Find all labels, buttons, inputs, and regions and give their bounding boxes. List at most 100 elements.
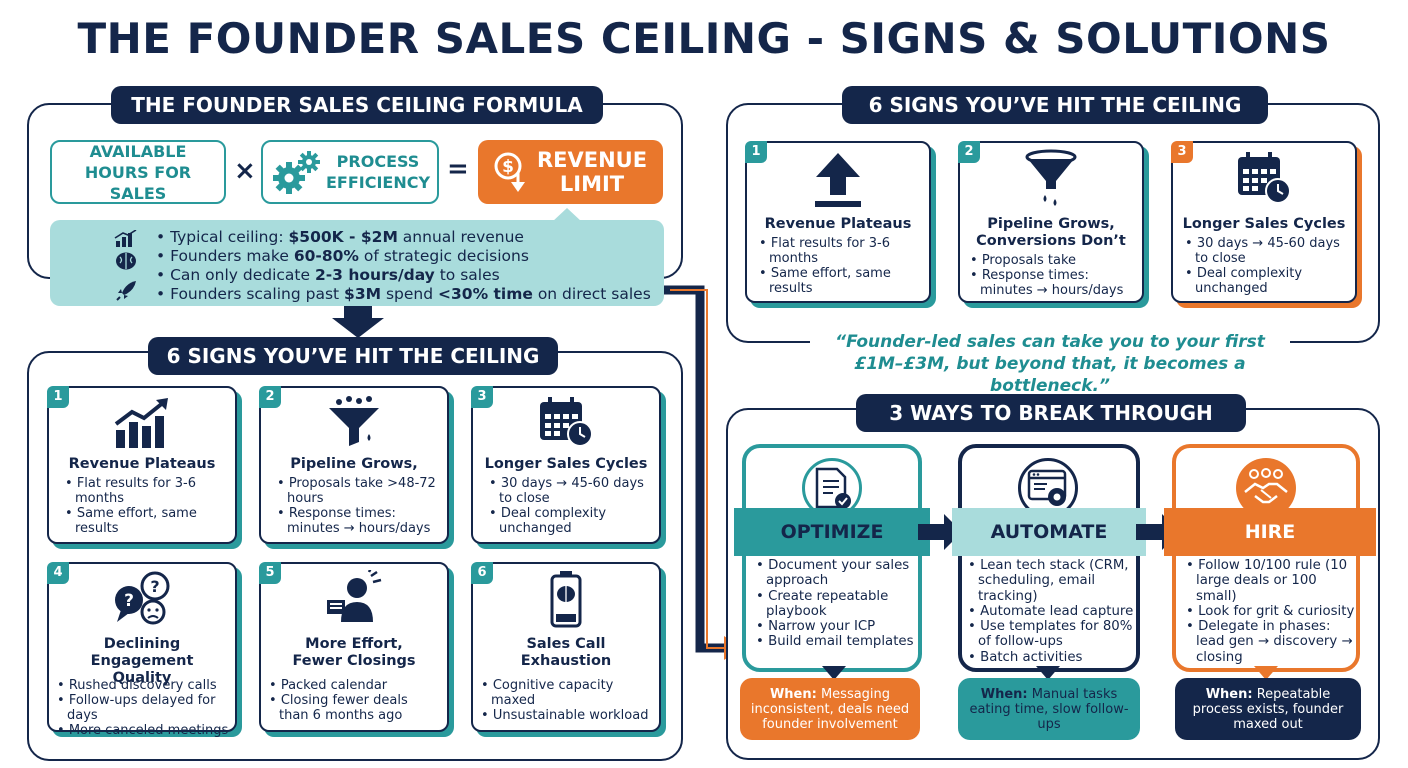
card-number: 2	[259, 386, 281, 408]
card-title: More Effort, Fewer Closings	[292, 636, 416, 669]
list-item: Use templates for 80% of follow-ups	[968, 619, 1136, 650]
way-hire-label: HIRE	[1164, 508, 1376, 556]
card-title: Revenue Plateaus	[68, 456, 216, 472]
list-item: Proposals take >48-72 hours	[277, 476, 441, 506]
way-automate-list: Lean tech stack (CRM, scheduling, email …	[968, 558, 1136, 665]
brain-icon	[116, 252, 136, 270]
list-item: Delegate in phases: lead gen → discovery…	[1186, 619, 1358, 665]
card-number: 1	[745, 141, 767, 163]
list-item: Document your sales approach	[756, 558, 916, 589]
list-item: Closing fewer deals than 6 months ago	[269, 693, 441, 723]
formula-term-hours-label: AVAILABLE HOURS FOR SALES	[84, 141, 192, 203]
card-number: 3	[1171, 141, 1193, 163]
list-item: Response times: minutes → hours/days	[277, 506, 441, 536]
fact-item: Founders scaling past $3M spend <30% tim…	[156, 285, 651, 304]
list-item: Proposals take	[970, 253, 1136, 268]
stressed-person-icon	[327, 570, 382, 622]
way-optimize-list: Document your sales approach Create repe…	[756, 558, 916, 650]
list-item: 30 days → 45-60 days to close	[489, 476, 653, 506]
sign-card-revenue-plateaus: 1 Revenue Plateaus Flat results for 3-6 …	[47, 386, 237, 544]
formula-result-label: REVENUE LIMIT	[536, 148, 648, 196]
connector-orange-line	[670, 289, 728, 649]
sign-card-pipeline-grows: 2 Pipeline Grows, Proposals take >48-72 …	[259, 386, 449, 544]
list-item: Deal complexity unchanged	[489, 506, 653, 536]
formula-facts-box: Typical ceiling: $500K - $2M annual reve…	[50, 208, 664, 306]
card-title: Sales Call Exhaustion	[520, 636, 612, 669]
card-number: 4	[47, 562, 69, 584]
sign-card-call-exhaustion: 6 Sales Call Exhaustion Cognitive capaci…	[471, 562, 661, 732]
card-list: Flat results for 3-6 months Same effort,…	[759, 236, 923, 296]
sign-card-pipeline-conversions: 2 Pipeline Grows, Conversions Don’t Prop…	[958, 141, 1144, 303]
funnel-drops-icon	[1025, 149, 1077, 206]
list-item: Packed calendar	[269, 678, 441, 693]
card-number: 1	[47, 386, 69, 408]
callout-pointer	[552, 208, 582, 222]
fact-item: Founders make 60-80% of strategic decisi…	[156, 247, 651, 266]
list-item: Unsustainable workload	[481, 708, 653, 723]
handshake-team-icon	[1244, 468, 1288, 504]
card-title: Pipeline Grows, Conversions Don’t	[976, 216, 1126, 249]
way-automate-pointer	[1036, 666, 1060, 680]
signs-right-heading: 6 SIGNS YOU’VE HIT THE CEILING	[842, 86, 1268, 124]
card-list: Proposals take >48-72 hours Response tim…	[277, 476, 441, 536]
question-bubbles-icon: ? ?	[115, 571, 170, 625]
sign-card-more-effort: 5 More Effort, Fewer Closings Packed cal…	[259, 562, 449, 732]
card-title: Pipeline Grows,	[290, 456, 418, 472]
card-list: Flat results for 3-6 months Same effort,…	[65, 476, 229, 536]
card-title: Longer Sales Cycles	[1182, 216, 1346, 232]
card-list: Packed calendar Closing fewer deals than…	[269, 678, 441, 723]
card-number: 5	[259, 562, 281, 584]
list-item: Rushed discovery calls	[57, 678, 229, 693]
calendar-clock-icon	[540, 397, 593, 447]
list-item: Same effort, same results	[759, 266, 923, 296]
signs-left-heading: 6 SIGNS YOU’VE HIT THE CEILING	[148, 337, 558, 375]
list-item: Look for grit & curiosity	[1186, 604, 1358, 619]
calendar-clock-icon	[1238, 152, 1291, 204]
list-item: Follow 10/100 rule (10 large deals or 10…	[1186, 558, 1358, 604]
bar-chart-icon	[114, 230, 137, 247]
way-optimize-when: When: Messaging inconsistent, deals need…	[740, 678, 920, 740]
svg-text:$: $	[502, 157, 514, 177]
way-hire-when: When: Repeatable process exists, founder…	[1175, 678, 1361, 740]
way-automate-label: AUTOMATE	[952, 508, 1146, 556]
way-hire-pointer	[1254, 666, 1278, 680]
card-title: Revenue Plateaus	[764, 216, 912, 232]
list-item: Flat results for 3-6 months	[759, 236, 923, 266]
formula-times-operator: ×	[234, 156, 256, 186]
list-item: Narrow your ICP	[756, 619, 916, 634]
list-item: Follow-ups delayed for days	[57, 693, 229, 723]
sign-card-revenue-plateaus-alt: 1 Revenue Plateaus Flat results for 3-6 …	[745, 141, 931, 303]
formula-term-efficiency-label: PROCESS EFFICIENCY	[325, 152, 431, 192]
card-title: Longer Sales Cycles	[484, 456, 648, 472]
funnel-icon	[329, 396, 379, 446]
list-item: Lean tech stack (CRM, scheduling, email …	[968, 558, 1136, 604]
list-item: Response times: minutes → hours/days	[970, 268, 1136, 298]
browser-gear-icon	[1027, 469, 1067, 506]
formula-facts-list: Typical ceiling: $500K - $2M annual reve…	[156, 228, 651, 304]
card-list: 30 days → 45-60 days to close Deal compl…	[1185, 236, 1349, 296]
ways-heading: 3 WAYS TO BREAK THROUGH	[856, 394, 1246, 432]
sign-card-longer-cycles: 3 Longer Sales Cycles 30 days → 45-60 da…	[471, 386, 661, 544]
card-number: 2	[958, 141, 980, 163]
formula-equals-operator: =	[447, 154, 469, 184]
dollar-down-icon: $	[494, 152, 525, 192]
gears-icon	[273, 151, 320, 194]
sign-card-longer-cycles-alt: 3 Longer Sales Cycles 30 days → 45-60 da…	[1171, 141, 1357, 303]
list-item: Batch activities	[968, 650, 1136, 665]
formula-term-hours: AVAILABLE HOURS FOR SALES	[50, 140, 226, 204]
list-item: Create repeatable playbook	[756, 589, 916, 620]
list-item: Cognitive capacity maxed	[481, 678, 653, 708]
list-item: Flat results for 3-6 months	[65, 476, 229, 506]
way-automate-when: When: Manual tasks eating time, slow fol…	[958, 678, 1140, 740]
svg-text:?: ?	[124, 591, 134, 611]
list-item: Same effort, same results	[65, 506, 229, 536]
list-item: Build email templates	[756, 634, 916, 649]
founder-quote: “Founder-led sales can take you to your …	[810, 331, 1290, 397]
fact-item: Can only dedicate 2-3 hours/day to sales	[156, 266, 651, 285]
card-list: Cognitive capacity maxed Unsustainable w…	[481, 678, 653, 723]
page-title: THE FOUNDER SALES CEILING - SIGNS & SOLU…	[77, 14, 1331, 63]
list-item: Deal complexity unchanged	[1185, 266, 1349, 296]
way-hire-list: Follow 10/100 rule (10 large deals or 10…	[1186, 558, 1358, 665]
list-item: More canceled meetings	[57, 723, 229, 738]
document-check-icon	[815, 467, 851, 509]
